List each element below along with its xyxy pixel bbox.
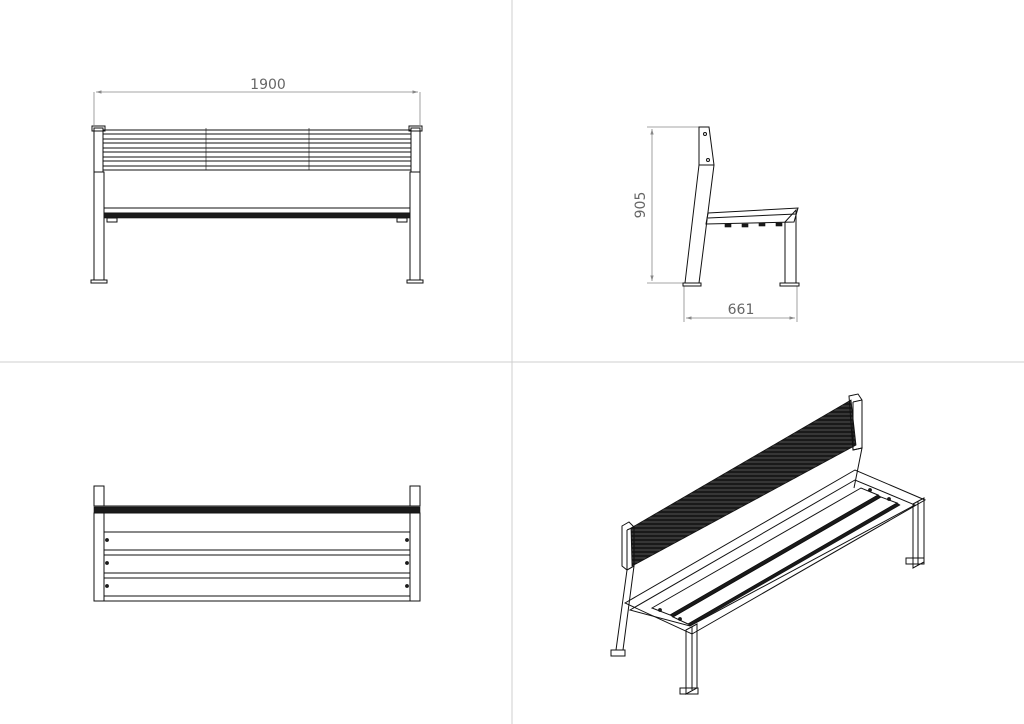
iso-seat-slats [650,487,901,627]
front-back-slats [103,128,411,171]
length-dimension-label: 1900 [250,77,286,93]
top-seat-slats [104,531,410,597]
seat-slat-ends [724,222,783,228]
isometric-view [610,393,927,695]
side-view: 905 661 [633,126,800,322]
length-dimension: 1900 [93,77,421,125]
height-dimension-label: 905 [633,192,649,219]
top-screw-heads [105,538,409,588]
depth-dimension-label: 661 [728,302,755,318]
front-view: 1900 [90,77,424,284]
height-dimension: 905 [633,126,700,284]
depth-dimension: 661 [683,286,798,322]
top-view [93,485,421,602]
